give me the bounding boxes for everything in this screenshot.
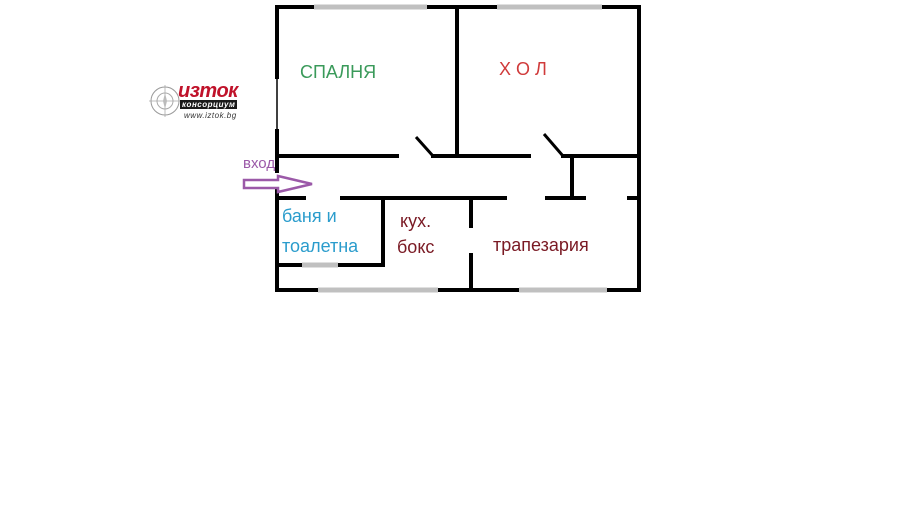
room-label-bedroom: СПАЛНЯ <box>300 62 377 82</box>
arrow-right-outline-icon <box>242 174 313 194</box>
door-living-room <box>542 133 565 157</box>
room-label-kitchen-line1: кух. <box>400 211 432 231</box>
room-label-kitchen-line2: бокс <box>397 237 435 257</box>
entrance-label: вход <box>243 155 276 172</box>
room-label-bathroom-line1: баня и <box>282 206 337 226</box>
compass-icon <box>149 85 181 117</box>
room-label-bathroom-line2: тоалетна <box>282 236 359 256</box>
room-label-living-room: Х О Л <box>499 59 547 79</box>
room-label-dining-room: трапезария <box>493 235 589 255</box>
logo-subtitle: консорциум <box>180 100 238 109</box>
logo-url: www.iztok.bg <box>184 111 237 120</box>
doors <box>414 133 565 158</box>
company-logo: изток консорциум www.iztok.bg <box>146 78 258 124</box>
logo-brand-text: изток <box>178 80 238 102</box>
windows <box>302 4 607 293</box>
door-bedroom <box>414 135 435 158</box>
